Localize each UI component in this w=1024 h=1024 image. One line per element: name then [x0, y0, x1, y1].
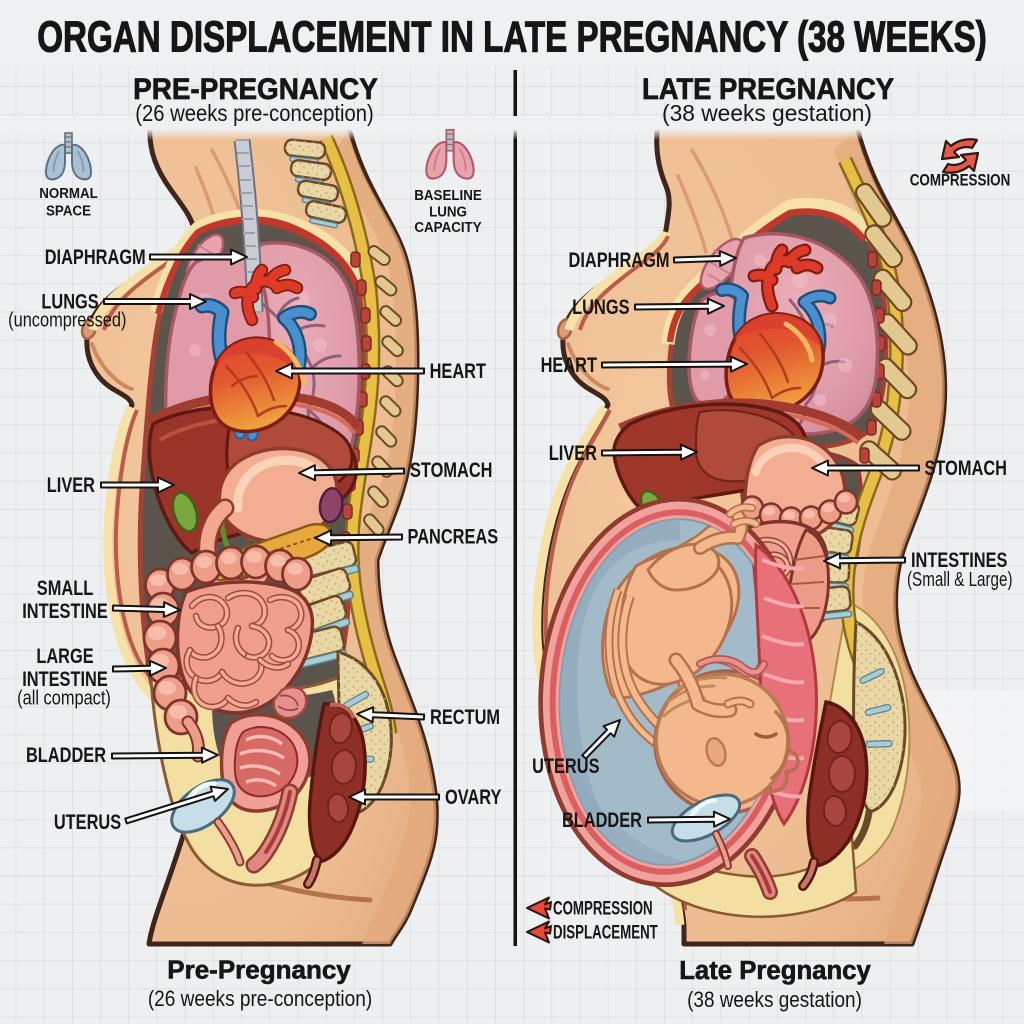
svg-text:Late Pregnancy: Late Pregnancy [679, 957, 871, 985]
svg-text:LUNG: LUNG [429, 204, 467, 221]
svg-text:COMPRESSION: COMPRESSION [910, 171, 1011, 190]
svg-text:DIAPHRAGM: DIAPHRAGM [45, 245, 146, 268]
svg-text:HEART: HEART [430, 359, 487, 382]
svg-text:UTERUS: UTERUS [54, 810, 121, 833]
svg-text:HEART: HEART [541, 353, 598, 376]
svg-text:(38 weeks gestation): (38 weeks gestation) [687, 988, 862, 1013]
svg-text:PANCREAS: PANCREAS [408, 525, 499, 548]
svg-text:COMPRESSION: COMPRESSION [553, 898, 653, 919]
svg-text:(all compact): (all compact) [17, 686, 111, 709]
svg-text:INTESTINE: INTESTINE [22, 667, 108, 690]
svg-text:INTESTINE: INTESTINE [22, 599, 108, 622]
svg-text:STOMACH: STOMACH [410, 458, 492, 481]
svg-text:(38 weeks gestation): (38 weeks gestation) [662, 100, 872, 126]
svg-text:SMALL: SMALL [37, 576, 93, 599]
svg-text:SPACE: SPACE [46, 203, 91, 220]
svg-text:DISPLACEMENT: DISPLACEMENT [553, 922, 658, 943]
svg-text:(26 weeks pre-conception): (26 weeks pre-conception) [135, 100, 373, 127]
svg-text:(Small & Large): (Small & Large) [907, 568, 1013, 591]
svg-text:LARGE: LARGE [36, 644, 93, 667]
svg-text:BLADDER: BLADDER [26, 743, 106, 766]
svg-text:OVARY: OVARY [445, 785, 502, 808]
svg-text:LUNGS: LUNGS [572, 295, 629, 318]
svg-text:(uncompressed): (uncompressed) [8, 308, 126, 331]
svg-text:Pre-Pregnancy: Pre-Pregnancy [167, 955, 351, 985]
svg-text:BLADDER: BLADDER [562, 808, 642, 831]
svg-text:DIAPHRAGM: DIAPHRAGM [569, 248, 670, 271]
svg-text:(26 weeks pre-conception): (26 weeks pre-conception) [148, 987, 372, 1012]
svg-text:LIVER: LIVER [47, 473, 96, 496]
svg-text:LATE PREGNANCY: LATE PREGNANCY [642, 73, 894, 106]
svg-text:RECTUM: RECTUM [430, 705, 500, 728]
svg-text:NORMAL: NORMAL [39, 185, 98, 202]
svg-text:BASELINE: BASELINE [414, 187, 481, 204]
svg-text:ORGAN DISPLACEMENT IN LATE PRE: ORGAN DISPLACEMENT IN LATE PREGNANCY (38… [37, 13, 987, 62]
svg-text:LUNGS: LUNGS [41, 290, 98, 313]
svg-text:UTERUS: UTERUS [532, 754, 599, 777]
svg-text:PRE-PREGNANCY: PRE-PREGNANCY [133, 73, 378, 106]
svg-text:CAPACITY: CAPACITY [414, 219, 482, 236]
svg-text:LIVER: LIVER [549, 441, 598, 464]
svg-text:STOMACH: STOMACH [925, 456, 1007, 479]
svg-text:INTESTINES: INTESTINES [911, 548, 1007, 571]
